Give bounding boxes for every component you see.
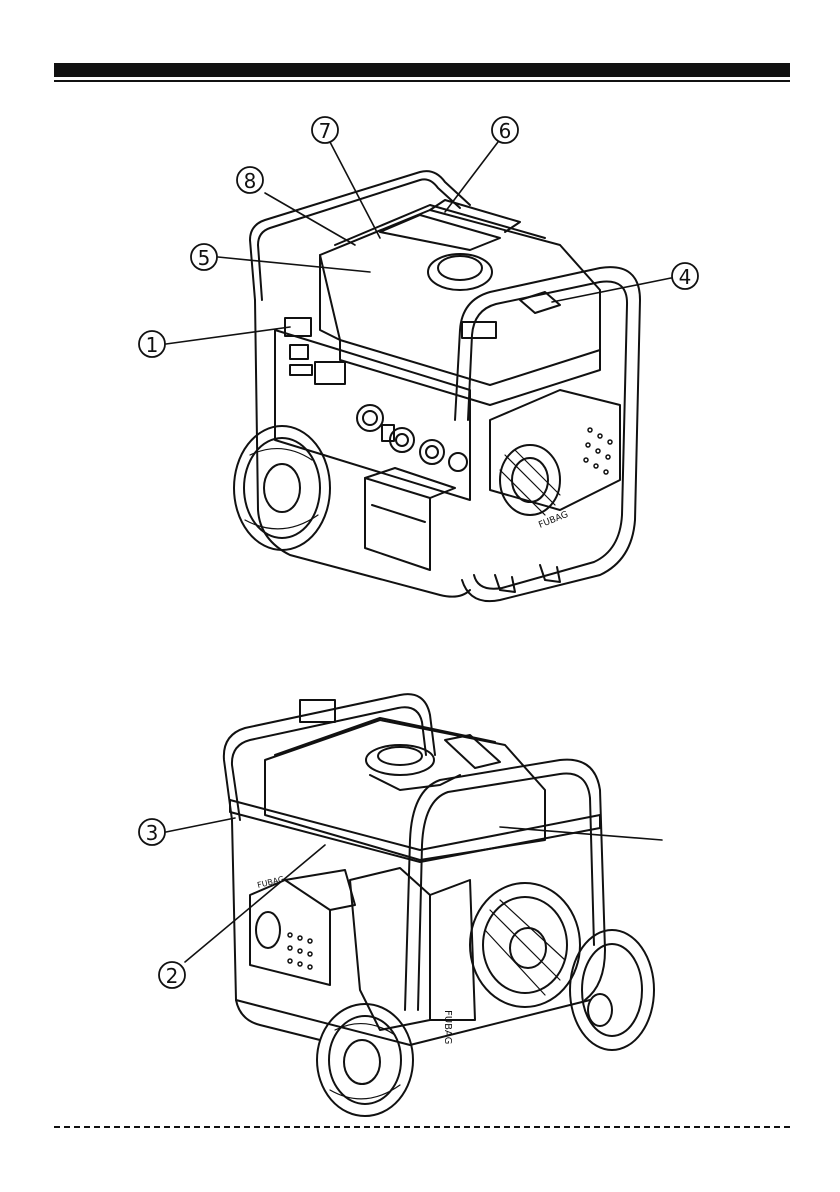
brand-label-alternator: FUBAG: [256, 875, 285, 890]
callout-1: 1: [139, 331, 165, 357]
callout-4: 4: [672, 263, 698, 289]
svg-text:3: 3: [146, 821, 159, 845]
callout-5: 5: [191, 244, 217, 270]
svg-text:8: 8: [244, 169, 257, 193]
callout-2: 2: [159, 962, 185, 988]
footer-dashed-rule: [54, 1126, 790, 1128]
callout-3: 3: [139, 819, 165, 845]
callout-8: 8: [237, 167, 263, 193]
svg-text:7: 7: [319, 119, 332, 143]
svg-text:5: 5: [198, 246, 211, 270]
svg-text:4: 4: [679, 265, 692, 289]
generator-front-view: [234, 171, 640, 601]
svg-text:1: 1: [146, 333, 159, 357]
callout-badges-bottom: 3 2: [139, 819, 185, 988]
brand-label-side: FUBAG: [442, 1010, 453, 1044]
callout-7: 7: [312, 117, 338, 143]
svg-text:2: 2: [166, 964, 179, 988]
svg-text:6: 6: [499, 119, 512, 143]
generator-rear-view: [224, 694, 654, 1116]
callout-6: 6: [492, 117, 518, 143]
callout-badges-top: 1 4 5 6 7 8: [139, 117, 698, 357]
